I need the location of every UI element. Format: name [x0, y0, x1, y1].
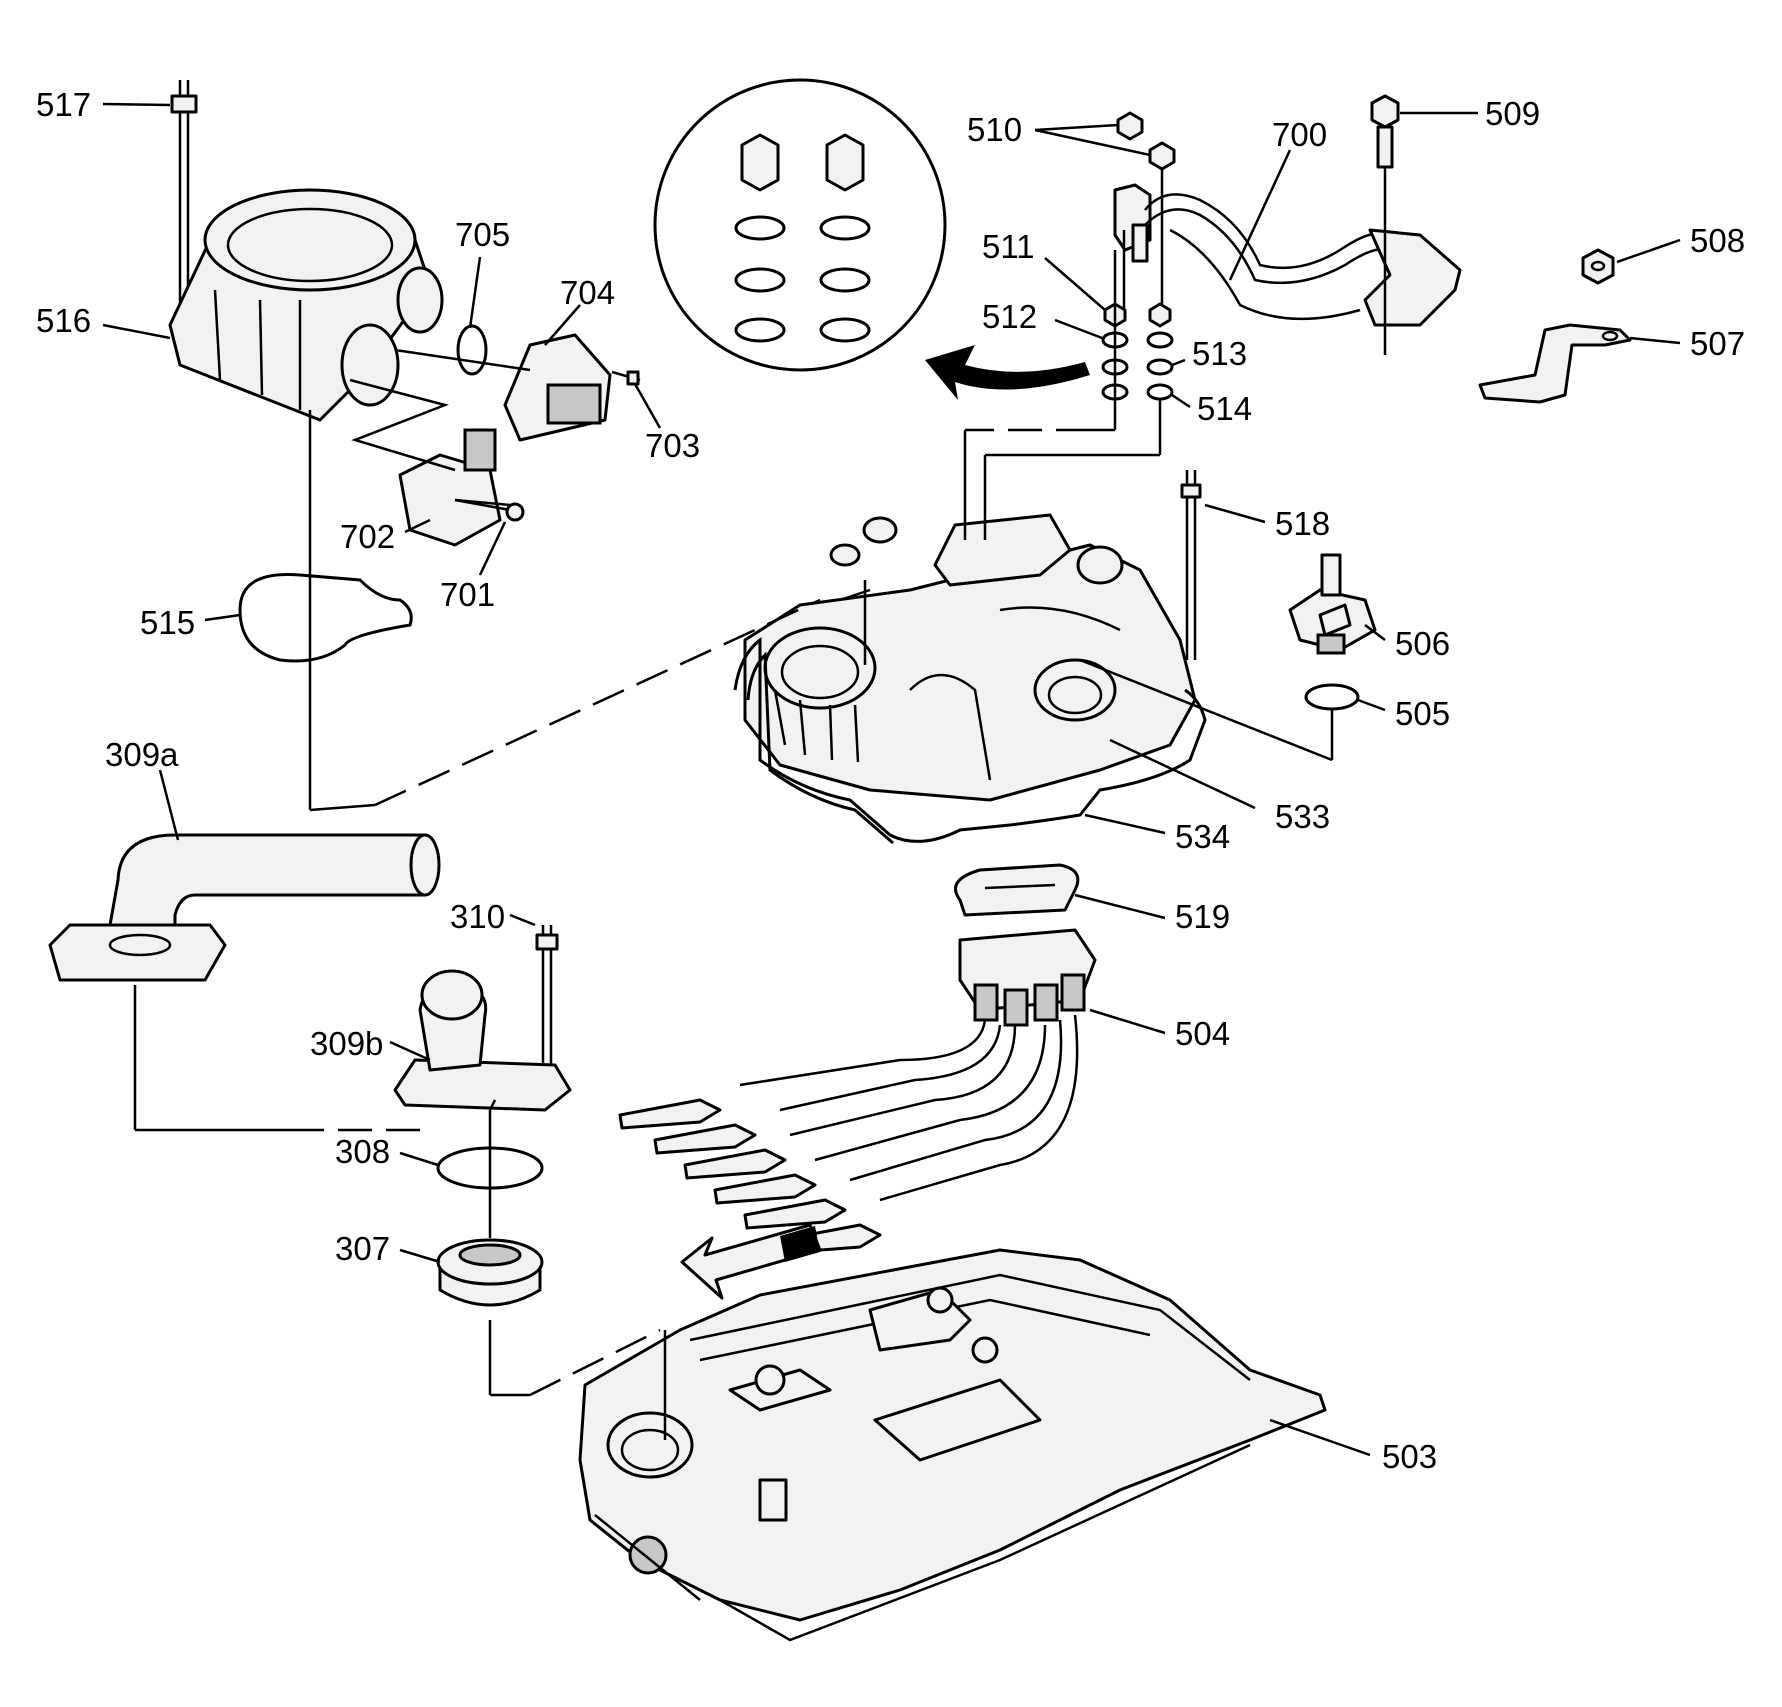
callout-309b: 309b	[310, 1025, 383, 1062]
callout-308: 308	[335, 1133, 390, 1170]
callout-534: 534	[1175, 818, 1230, 855]
callout-504: 504	[1175, 1015, 1230, 1052]
callout-503: 503	[1382, 1438, 1437, 1475]
callout-700: 700	[1272, 116, 1327, 153]
detail-view-circle	[653, 78, 1090, 400]
callout-515: 515	[140, 604, 195, 641]
callout-517: 517	[36, 86, 91, 123]
seal-519	[954, 863, 1080, 917]
thermostat-307	[436, 1238, 544, 1307]
callout-519: 519	[1175, 898, 1230, 935]
callout-508: 508	[1690, 222, 1745, 259]
stud-518	[1180, 470, 1202, 660]
callout-309a: 309a	[105, 736, 179, 773]
callout-701: 701	[440, 576, 495, 613]
callout-510: 510	[967, 111, 1022, 148]
callout-533: 533	[1275, 798, 1330, 835]
callout-516: 516	[36, 302, 91, 339]
throttle-body-516	[168, 188, 444, 422]
nut-508	[1581, 248, 1615, 285]
lower-gasket-534	[733, 636, 1207, 845]
idle-air-control-valve-704	[394, 333, 612, 442]
fuel-rail-700	[1113, 170, 1462, 327]
fuel-injector-harness-504	[618, 928, 1097, 1255]
callout-507: 507	[1690, 325, 1745, 362]
callout-513: 513	[1192, 335, 1247, 372]
callout-704: 704	[560, 274, 615, 311]
callout-labels: 517 516 705 704 703 702 701 515 309a 310…	[36, 86, 1745, 1475]
direction-arrow	[680, 1223, 822, 1300]
bolt-509	[1370, 94, 1400, 355]
callout-307: 307	[335, 1230, 390, 1267]
callout-505: 505	[1395, 695, 1450, 732]
callout-702: 702	[340, 518, 395, 555]
callout-514: 514	[1197, 390, 1252, 427]
leader-lines	[102, 102, 1681, 1457]
callout-705: 705	[455, 216, 510, 253]
screw-701	[454, 498, 525, 522]
throttle-position-sensor-702	[398, 428, 511, 547]
detail-nut-right	[819, 133, 871, 343]
callout-512: 512	[982, 298, 1037, 335]
bracket-507	[1478, 323, 1632, 404]
callout-310: 310	[450, 898, 505, 935]
washers-511-514	[1101, 302, 1174, 401]
screw-703	[611, 370, 641, 386]
lower-intake-manifold-503	[578, 1248, 1327, 1642]
o-ring-505	[1304, 683, 1360, 711]
coolant-pipe-309a	[48, 833, 441, 982]
bolt-310	[535, 925, 559, 1070]
upper-intake-manifold-533	[743, 513, 1197, 802]
callout-511: 511	[982, 228, 1035, 265]
map-sensor-506	[1288, 553, 1377, 655]
callout-518: 518	[1275, 505, 1330, 542]
thermostat-housing-309b	[393, 969, 572, 1112]
callout-506: 506	[1395, 625, 1450, 662]
callout-703: 703	[645, 427, 700, 464]
alignment-lines	[133, 250, 1334, 1440]
gasket-515	[238, 572, 413, 663]
detail-nut-left	[734, 133, 786, 343]
nuts-510	[1116, 111, 1176, 171]
o-ring-705	[456, 324, 488, 376]
callout-509: 509	[1485, 95, 1540, 132]
